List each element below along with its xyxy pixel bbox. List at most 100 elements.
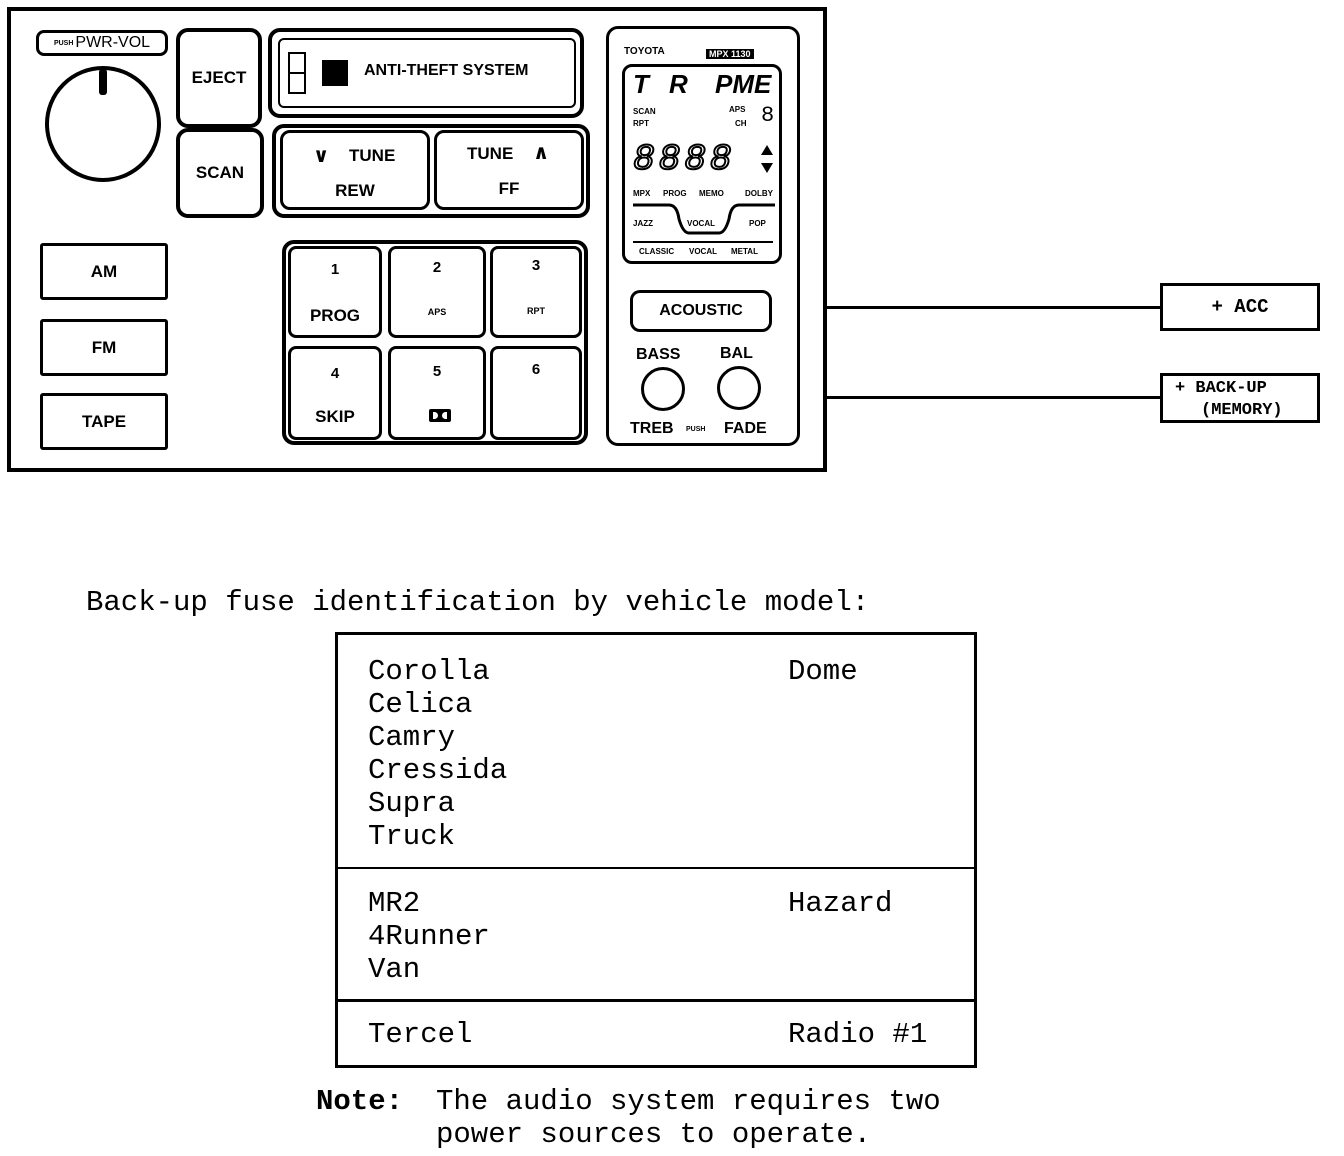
backup-connector: + BACK-UP (MEMORY) xyxy=(1160,373,1320,423)
bal-label: BAL xyxy=(720,345,753,362)
model-tercel: Tercel xyxy=(368,1018,473,1051)
model-van: Van xyxy=(368,953,421,986)
acc-connector-label: + ACC xyxy=(1211,296,1269,318)
lcd-eq-vocal2: VOCAL xyxy=(689,247,717,256)
lcd-eq-classic: CLASSIC xyxy=(639,247,675,256)
dolby-icon xyxy=(429,409,451,422)
tune-up-arrow-icon: ∧ xyxy=(533,142,550,164)
tape-button[interactable]: TAPE xyxy=(40,393,168,450)
anti-theft-led-icon xyxy=(322,60,348,86)
tune-down-label: TUNE xyxy=(349,146,396,165)
bass-treble-knob[interactable] xyxy=(641,367,685,411)
eject-button[interactable]: EJECT xyxy=(176,28,262,128)
anti-theft-panel: ANTI-THEFT SYSTEM xyxy=(268,28,584,118)
preset-3-number: 3 xyxy=(531,257,541,274)
acoustic-label: ACOUSTIC xyxy=(659,302,743,319)
lcd-eq-divider xyxy=(633,241,773,243)
preset-2-button[interactable]: 2 APS xyxy=(388,246,486,338)
tune-up-label: TUNE xyxy=(467,144,514,163)
model-corolla: Corolla xyxy=(368,655,490,688)
preset-2-number: 2 xyxy=(432,259,442,276)
tune-down-arrow-icon: ∨ xyxy=(313,145,330,167)
brand-logo: TOYOTA xyxy=(624,46,665,57)
fuse-table-divider-1 xyxy=(338,867,974,869)
lcd-ch-indicator: CH xyxy=(735,119,747,128)
volume-knob[interactable] xyxy=(45,66,161,182)
preset-6-number: 6 xyxy=(531,361,541,378)
model-cressida: Cressida xyxy=(368,754,508,787)
backup-connector-line2: (MEMORY) xyxy=(1201,401,1283,420)
preset-6-button[interactable]: 6 xyxy=(490,346,582,440)
lcd-glyph-pme: PME xyxy=(715,69,772,99)
preset-1-number: 1 xyxy=(330,261,340,278)
tune-up-sub: FF xyxy=(498,179,520,198)
lcd-channel-digit: 8 xyxy=(761,103,775,128)
model-supra: Supra xyxy=(368,787,456,820)
fuse-group-1: Corolla Celica Camry Cressida Supra Truc… xyxy=(338,635,974,868)
acc-connector: + ACC xyxy=(1160,283,1320,331)
fuse-group-3: Tercel Radio #1 xyxy=(338,1002,974,1065)
preset-1-button[interactable]: 1 PROG xyxy=(288,246,382,338)
lcd-eq-curve xyxy=(633,203,775,235)
fm-button[interactable]: FM xyxy=(40,319,168,376)
note-line-1: The audio system requires two xyxy=(436,1085,941,1118)
volume-knob-pointer xyxy=(99,69,107,95)
treb-label: TREB xyxy=(630,420,674,437)
tune-up-button[interactable]: TUNE ∧ FF xyxy=(434,130,584,210)
lcd-eq-jazz: JAZZ xyxy=(633,219,653,228)
am-button[interactable]: AM xyxy=(40,243,168,300)
scan-button[interactable]: SCAN xyxy=(176,128,264,218)
balance-fade-knob[interactable] xyxy=(717,366,761,410)
preset-3-label: RPT xyxy=(527,306,545,316)
preset-4-number: 4 xyxy=(330,365,340,382)
lcd-scan-indicator: SCAN xyxy=(633,107,656,116)
pwr-vol-label-box: PUSH PWR-VOL xyxy=(36,30,168,56)
acoustic-button[interactable]: ACOUSTIC xyxy=(630,290,772,332)
model-celica: Celica xyxy=(368,688,473,721)
tune-down-sub: REW xyxy=(335,181,375,200)
knob-push-label: PUSH xyxy=(686,426,706,433)
model-truck: Truck xyxy=(368,820,456,853)
scan-label: SCAN xyxy=(195,163,245,182)
lcd-memo-label: MEMO xyxy=(699,189,724,198)
fuse-group-2: MR2 4Runner Van Hazard xyxy=(338,869,974,999)
pwr-vol-prefix: PUSH xyxy=(53,39,74,47)
fuse-table: Corolla Celica Camry Cressida Supra Truc… xyxy=(335,632,977,1068)
backup-connector-line1: + BACK-UP xyxy=(1175,379,1267,398)
bass-label: BASS xyxy=(636,346,681,363)
fade-label: FADE xyxy=(724,420,767,437)
lcd-eq-vocal: VOCAL xyxy=(687,219,715,228)
note-label: Note: xyxy=(316,1085,404,1118)
lcd-screen: T R PME SCAN RPT APS CH 8 8888 MPX PROG … xyxy=(622,64,782,264)
preset-5-number: 5 xyxy=(432,363,442,380)
lcd-glyph-t: T xyxy=(633,69,649,99)
tune-down-button[interactable]: ∨ TUNE REW xyxy=(280,130,430,210)
lcd-frequency-digits: 8888 xyxy=(632,138,736,181)
fuse-hazard: Hazard xyxy=(788,887,893,920)
note-line-2: power sources to operate. xyxy=(436,1118,872,1151)
preset-4-button[interactable]: 4 SKIP xyxy=(288,346,382,440)
preset-5-button[interactable]: 5 xyxy=(388,346,486,440)
model-badge: MPX 1130 xyxy=(706,49,754,59)
preset-grid xyxy=(282,240,588,445)
preset-2-label: APS xyxy=(427,307,447,317)
display-panel xyxy=(606,26,800,446)
lcd-eq-metal: METAL xyxy=(731,247,758,256)
radio-faceplate xyxy=(7,7,827,472)
lcd-dolby-label: DOLBY xyxy=(745,189,773,198)
eject-label: EJECT xyxy=(191,68,247,87)
tune-group xyxy=(272,124,590,218)
fuse-table-divider-2 xyxy=(338,999,974,1002)
anti-theft-digit-icon xyxy=(288,52,306,94)
lcd-glyph-r: R xyxy=(669,69,688,99)
preset-3-button[interactable]: 3 RPT xyxy=(490,246,582,338)
lcd-down-arrow-icon xyxy=(761,163,773,173)
preset-4-label: SKIP xyxy=(315,407,355,426)
lcd-aps-indicator: APS xyxy=(729,105,746,114)
tape-label: TAPE xyxy=(81,411,127,431)
anti-theft-label: ANTI-THEFT SYSTEM xyxy=(364,62,529,79)
model-camry: Camry xyxy=(368,721,456,754)
preset-1-label: PROG xyxy=(309,306,361,325)
lcd-rpt-indicator: RPT xyxy=(633,119,649,128)
backup-wire xyxy=(827,396,1161,399)
